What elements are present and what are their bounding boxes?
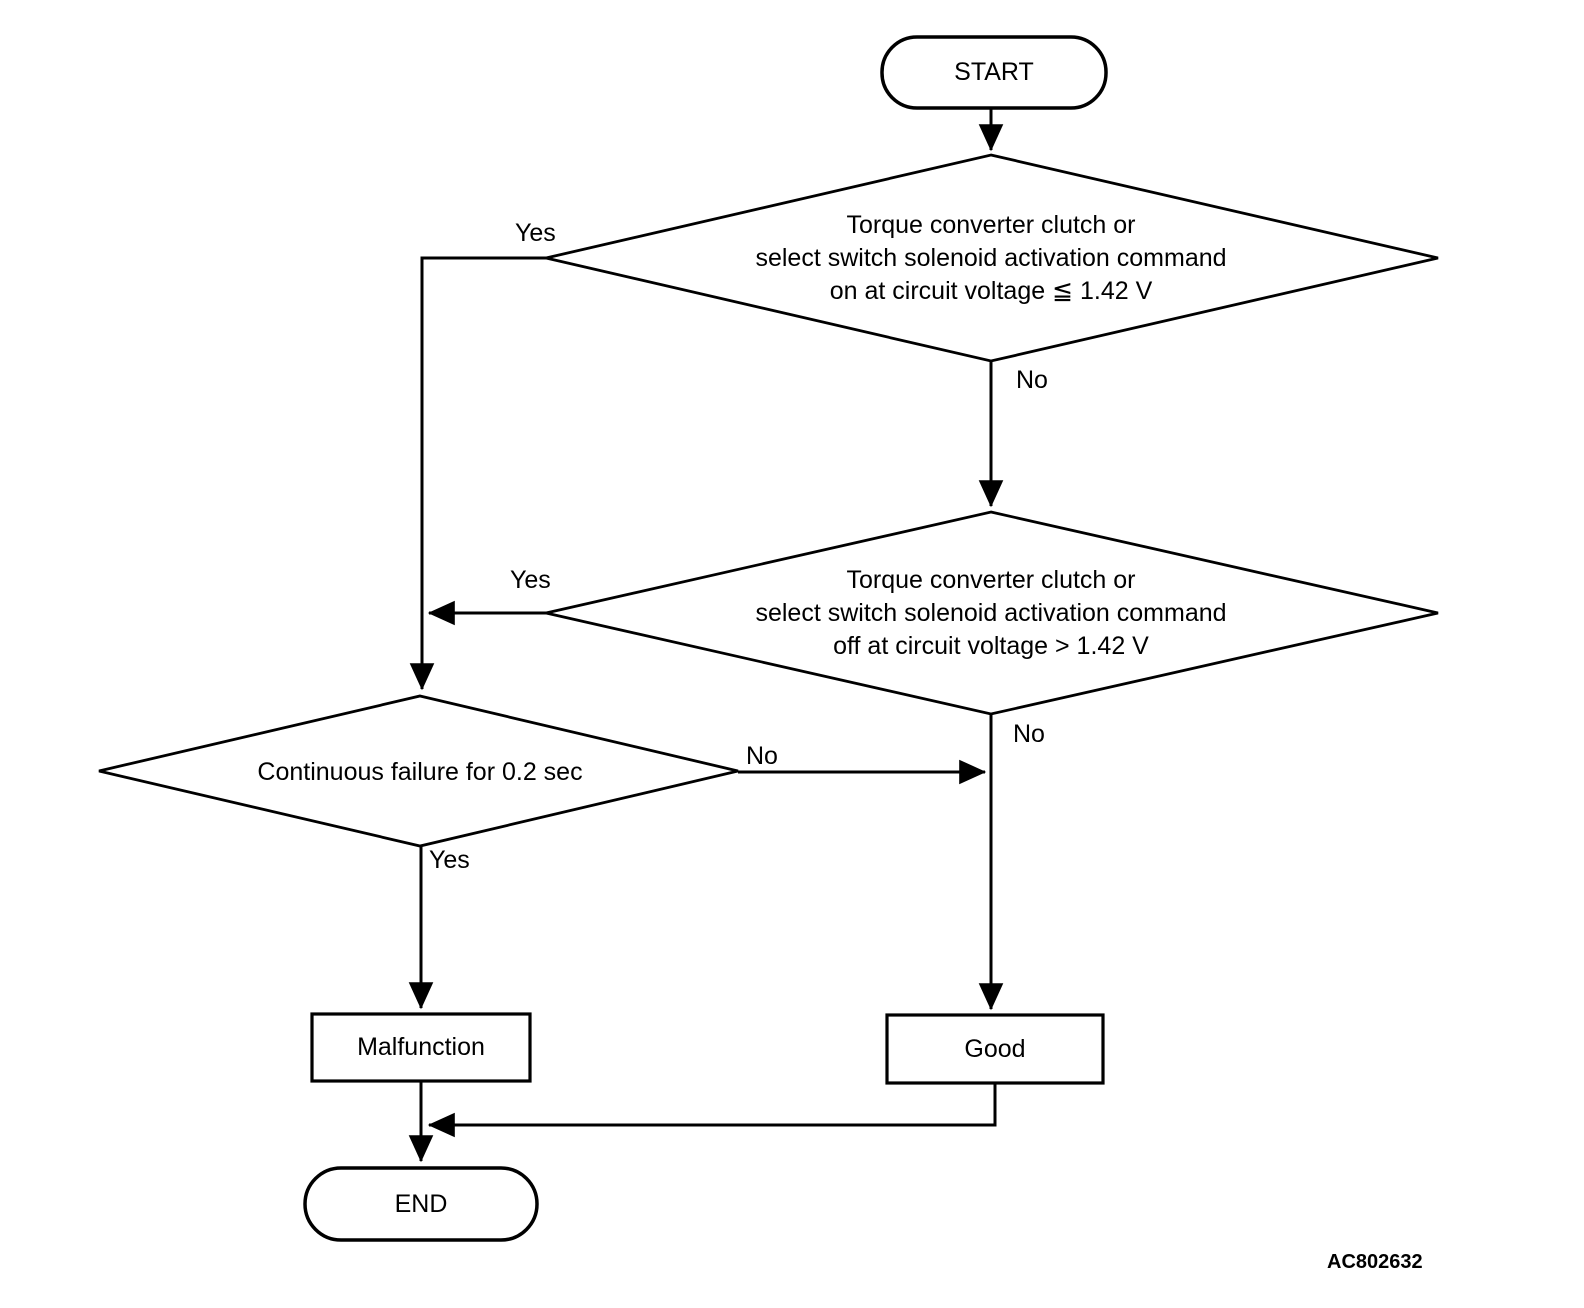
end-label: END [394,1190,448,1218]
decision1-text: Torque converter clutch or select switch… [591,209,1391,308]
malfunction-box-shape [310,1012,532,1083]
malfunction-label: Malfunction [357,1033,485,1061]
start-terminator-shape [880,35,1108,110]
decision1-text-line1: Torque converter clutch or [846,211,1136,239]
decision3-yes-label: Yes [429,846,470,874]
good-box-shape [885,1013,1105,1085]
decision1-diamond-shape [545,153,1439,363]
decision2-text-line2: select switch solenoid activation comman… [755,599,1227,627]
decision2-text-line3: off at circuit voltage > 1.42 V [833,632,1149,660]
good-label: Good [964,1035,1026,1063]
end-terminator-shape [303,1166,539,1242]
decision2-diamond-shape [545,510,1439,716]
decision2-yes-label: Yes [510,566,551,594]
decision3-no-label: No [746,742,778,770]
decision1-text-line2: select switch solenoid activation comman… [755,244,1227,272]
decision1-yes-label: Yes [515,219,556,247]
edge-good-to-end [427,1083,997,1138]
decision1-no-label: No [1016,366,1048,394]
edge-decision1-yes [409,256,546,691]
decision2-text-line1: Torque converter clutch or [846,566,1136,594]
decision3-text: Continuous failure for 0.2 sec [257,758,583,786]
figure-id-label: AC802632 [1327,1251,1423,1273]
decision1-text-line3: on at circuit voltage ≦ 1.42 V [829,277,1153,305]
decision3-diamond-shape [98,694,739,848]
start-label: START [954,58,1034,86]
decision2-text: Torque converter clutch or select switch… [591,564,1391,663]
decision2-no-label: No [1013,720,1045,748]
